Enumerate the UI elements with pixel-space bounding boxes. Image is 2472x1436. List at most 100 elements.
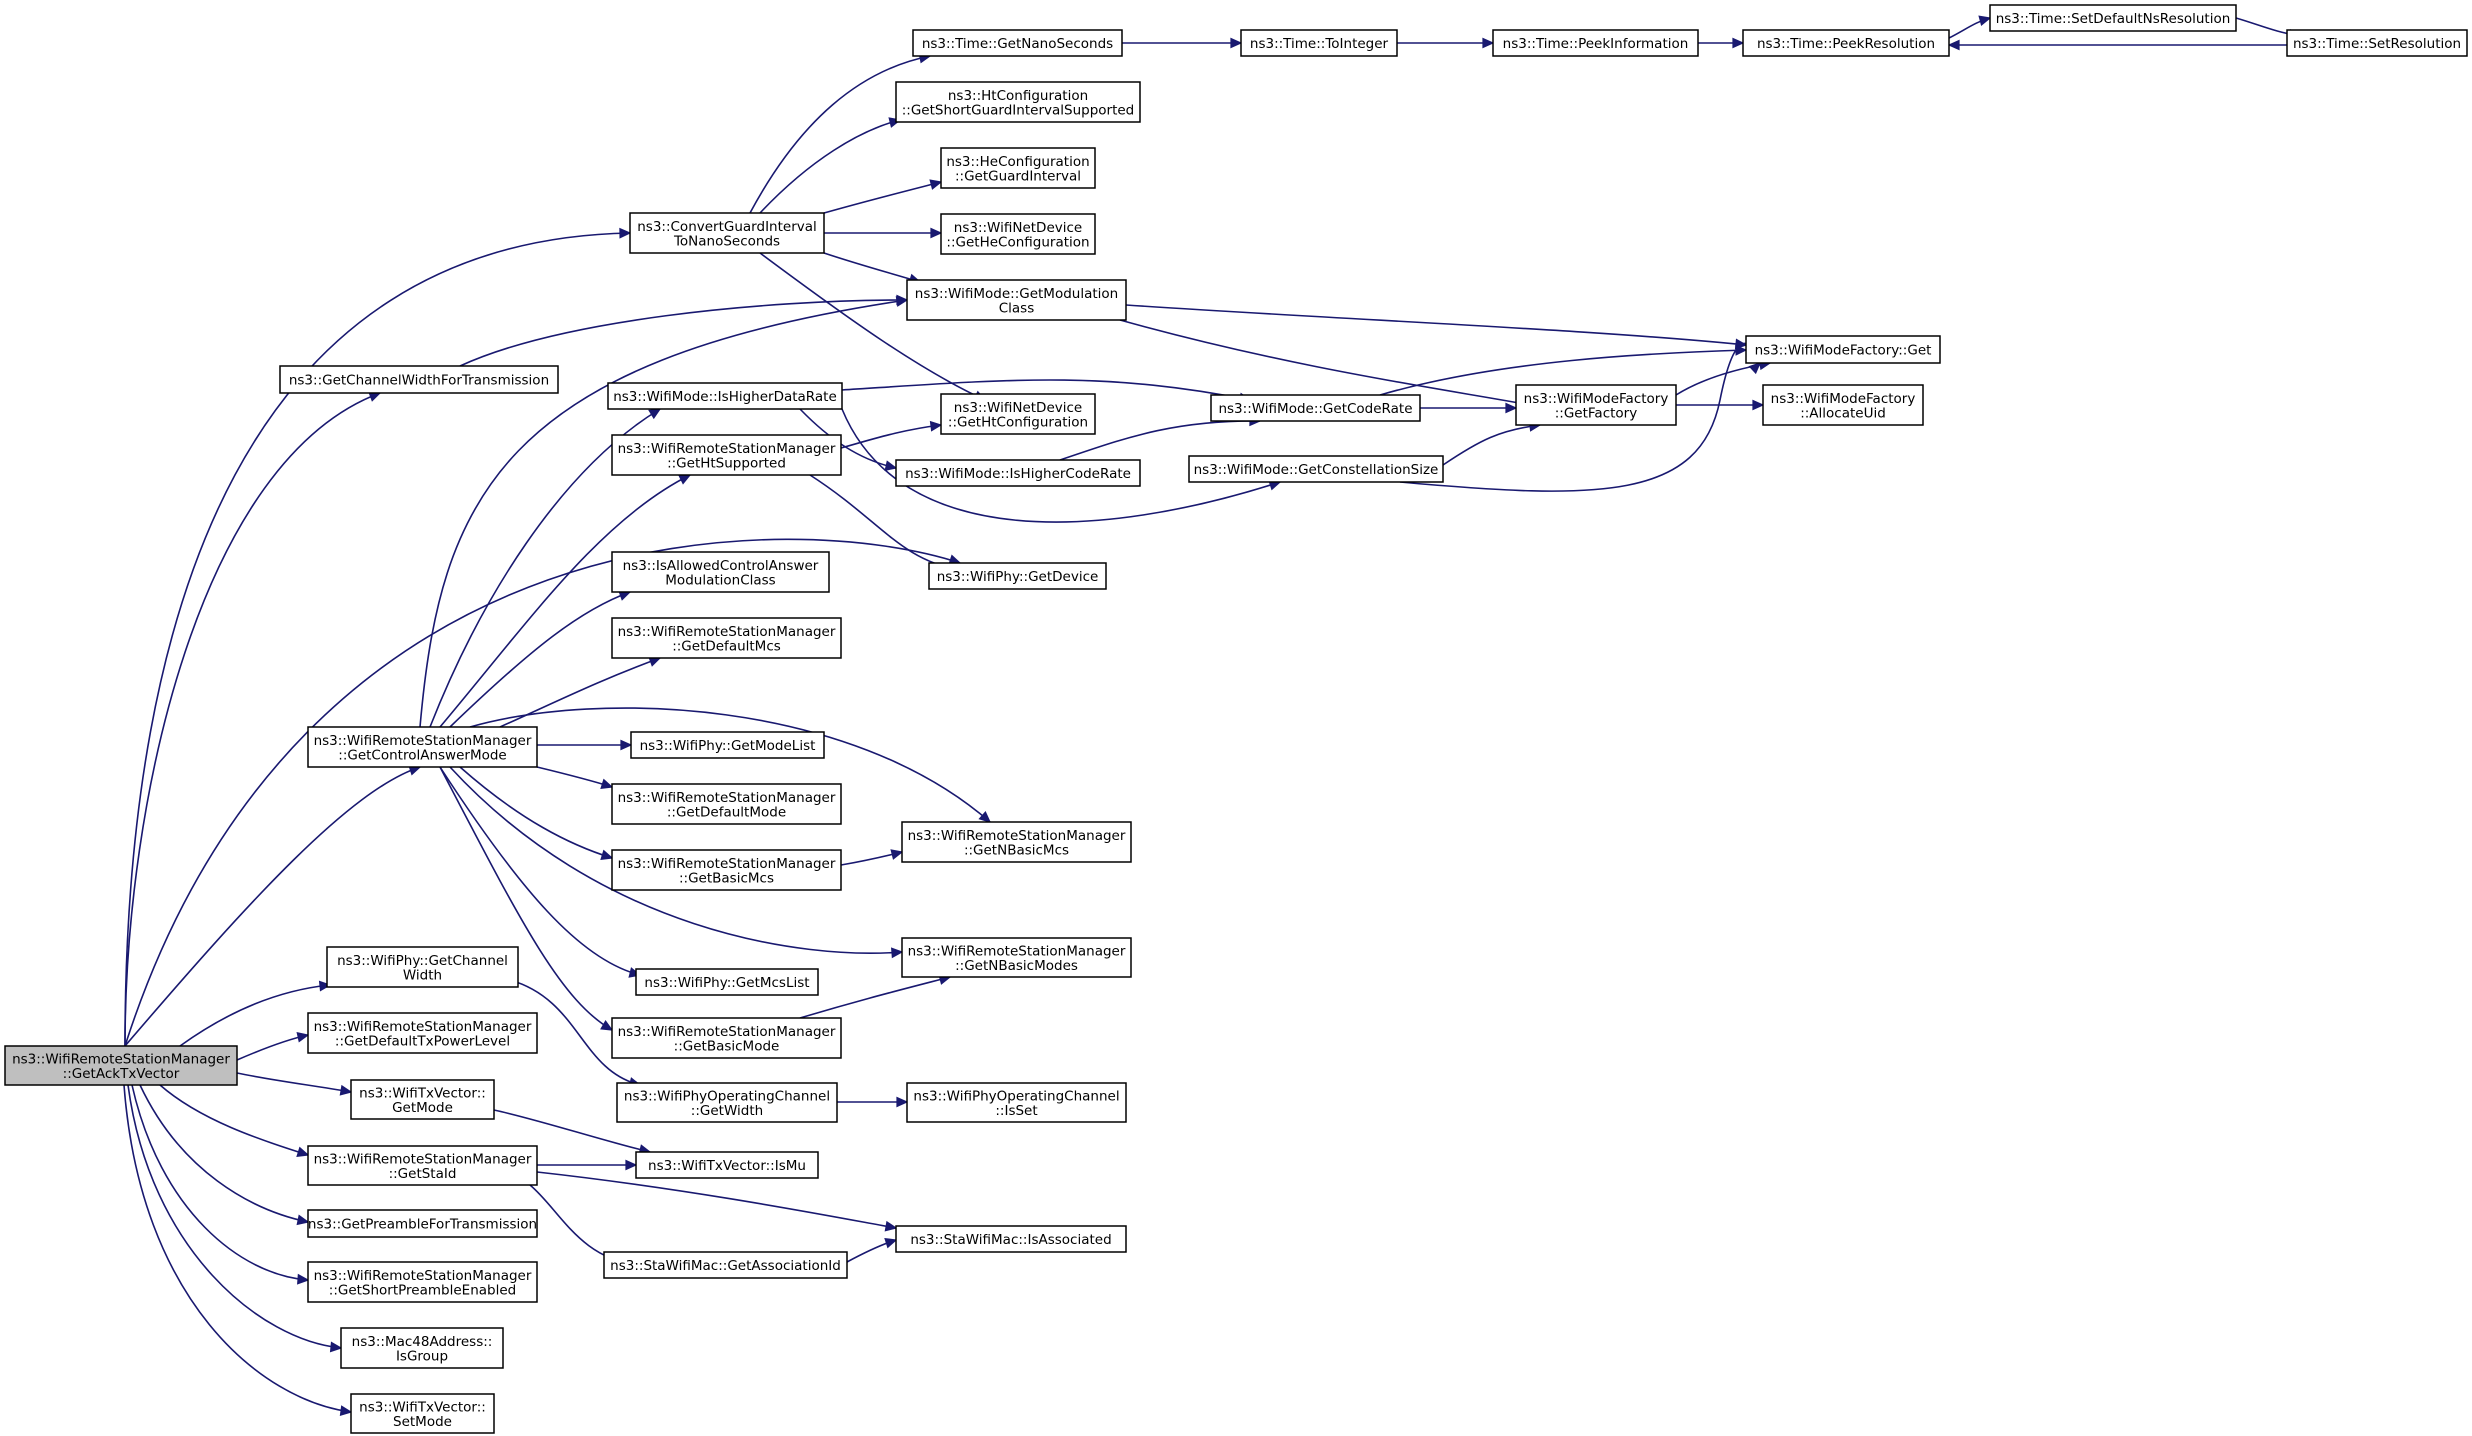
node-box[interactable] <box>603 1251 848 1279</box>
node-box[interactable] <box>607 382 843 410</box>
node-get_sta_id[interactable]: ns3::WifiRemoteStationManager::GetStaId <box>307 1145 538 1186</box>
node-box[interactable] <box>307 726 538 768</box>
node-get_preamble[interactable]: ns3::GetPreambleForTransmission <box>307 1209 538 1238</box>
node-box[interactable] <box>895 1225 1127 1253</box>
node-sta_get_assoc_id[interactable]: ns3::StaWifiMac::GetAssociationId <box>603 1251 848 1279</box>
node-box[interactable] <box>4 1045 238 1086</box>
node-box[interactable] <box>307 1209 538 1238</box>
node-box[interactable] <box>1762 384 1924 426</box>
node-txvector_set_mode[interactable]: ns3::WifiTxVector::SetMode <box>350 1393 495 1434</box>
node-box[interactable] <box>906 1082 1127 1123</box>
node-box[interactable] <box>340 1327 504 1369</box>
node-box[interactable] <box>611 617 842 659</box>
node-box[interactable] <box>1188 455 1444 483</box>
node-factory_get_factory[interactable]: ns3::WifiModeFactory::GetFactory <box>1515 384 1677 426</box>
node-op_channel_is_set[interactable]: ns3::WifiPhyOperatingChannel::IsSet <box>906 1082 1127 1123</box>
node-box[interactable] <box>928 562 1107 590</box>
node-get_default_mode[interactable]: ns3::WifiRemoteStationManager::GetDefaul… <box>611 783 842 825</box>
node-phy_get_mode_list[interactable]: ns3::WifiPhy::GetModeList <box>630 731 825 759</box>
node-time_set_res[interactable]: ns3::Time::SetResolution <box>2286 29 2468 57</box>
node-mode_is_higher_rate[interactable]: ns3::WifiMode::IsHigherDataRate <box>607 382 843 410</box>
node-box[interactable] <box>611 434 842 476</box>
node-box[interactable] <box>307 1145 538 1186</box>
arrow-head-icon <box>619 227 632 239</box>
node-is_allowed_ctrl[interactable]: ns3::IsAllowedControlAnswerModulationCla… <box>611 551 830 593</box>
node-netdev_get_ht[interactable]: ns3::WifiNetDevice::GetHtConfiguration <box>940 393 1096 435</box>
node-box[interactable] <box>901 937 1132 978</box>
node-box[interactable] <box>630 731 825 759</box>
node-mode_is_higher_code[interactable]: ns3::WifiMode::IsHigherCodeRate <box>895 459 1141 487</box>
node-box[interactable] <box>901 821 1132 863</box>
node-box[interactable] <box>350 1079 495 1120</box>
node-box[interactable] <box>611 551 830 593</box>
node-get_basic_mcs[interactable]: ns3::WifiRemoteStationManager::GetBasicM… <box>611 849 842 891</box>
node-box[interactable] <box>1240 29 1398 57</box>
node-label: ns3::WifiRemoteStationManager <box>12 1051 230 1067</box>
node-box[interactable] <box>1742 29 1950 57</box>
node-netdev_get_he[interactable]: ns3::WifiNetDevice::GetHeConfiguration <box>940 213 1096 255</box>
node-box[interactable] <box>307 1012 538 1054</box>
node-get_default_tx_power[interactable]: ns3::WifiRemoteStationManager::GetDefaul… <box>307 1012 538 1054</box>
node-factory_allocate_uid[interactable]: ns3::WifiModeFactory::AllocateUid <box>1762 384 1924 426</box>
node-box[interactable] <box>1515 384 1677 426</box>
node-time_to_integer[interactable]: ns3::Time::ToInteger <box>1240 29 1398 57</box>
node-box[interactable] <box>629 212 825 254</box>
node-phy_get_device[interactable]: ns3::WifiPhy::GetDevice <box>928 562 1107 590</box>
node-label: SetMode <box>393 1414 452 1430</box>
node-time_set_default_ns[interactable]: ns3::Time::SetDefaultNsResolution <box>1989 4 2237 32</box>
node-mac48_is_group[interactable]: ns3::Mac48Address::IsGroup <box>340 1327 504 1369</box>
node-box[interactable] <box>307 1261 538 1303</box>
node-sta_is_associated[interactable]: ns3::StaWifiMac::IsAssociated <box>895 1225 1127 1253</box>
node-box[interactable] <box>611 849 842 891</box>
node-box[interactable] <box>912 29 1123 57</box>
node-box[interactable] <box>326 946 519 988</box>
node-box[interactable] <box>616 1082 838 1123</box>
node-box[interactable] <box>940 147 1096 189</box>
node-box[interactable] <box>279 365 559 394</box>
node-mode_get_code_rate[interactable]: ns3::WifiMode::GetCodeRate <box>1210 394 1421 422</box>
node-label: ::GetDefaultTxPowerLevel <box>335 1033 510 1049</box>
node-box[interactable] <box>895 81 1141 123</box>
node-box[interactable] <box>1989 4 2237 32</box>
node-box[interactable] <box>611 1017 842 1059</box>
node-box[interactable] <box>1745 335 1941 364</box>
node-box[interactable] <box>1210 394 1421 422</box>
node-get_basic_mode[interactable]: ns3::WifiRemoteStationManager::GetBasicM… <box>611 1017 842 1059</box>
node-box[interactable] <box>350 1393 495 1434</box>
node-factory_get[interactable]: ns3::WifiModeFactory::Get <box>1745 335 1941 364</box>
node-box[interactable] <box>895 459 1141 487</box>
node-get_n_basic_mcs[interactable]: ns3::WifiRemoteStationManager::GetNBasic… <box>901 821 1132 863</box>
node-txvector_get_mode[interactable]: ns3::WifiTxVector::GetMode <box>350 1079 495 1120</box>
node-label: ns3::WifiRemoteStationManager <box>314 733 532 749</box>
node-get_channel_width_tx[interactable]: ns3::GetChannelWidthForTransmission <box>279 365 559 394</box>
node-label: ns3::WifiRemoteStationManager <box>618 790 836 806</box>
node-mode_get_constellation[interactable]: ns3::WifiMode::GetConstellationSize <box>1188 455 1444 483</box>
node-box[interactable] <box>940 393 1096 435</box>
node-ht_get_sgi[interactable]: ns3::HtConfiguration::GetShortGuardInter… <box>895 81 1141 123</box>
node-time_get_nano[interactable]: ns3::Time::GetNanoSeconds <box>912 29 1123 57</box>
node-label: ns3::WifiModeFactory <box>1524 391 1669 407</box>
node-he_get_gi[interactable]: ns3::HeConfiguration::GetGuardInterval <box>940 147 1096 189</box>
node-phy_get_channel_width[interactable]: ns3::WifiPhy::GetChannelWidth <box>326 946 519 988</box>
node-box[interactable] <box>1492 29 1699 57</box>
node-get_ht_supported[interactable]: ns3::WifiRemoteStationManager::GetHtSupp… <box>611 434 842 476</box>
node-txvector_is_mu[interactable]: ns3::WifiTxVector::IsMu <box>635 1151 819 1179</box>
node-box[interactable] <box>940 213 1096 255</box>
node-root[interactable]: ns3::WifiRemoteStationManager::GetAckTxV… <box>4 1045 238 1086</box>
node-box[interactable] <box>611 783 842 825</box>
node-box[interactable] <box>906 279 1127 321</box>
node-phy_get_mcs_list[interactable]: ns3::WifiPhy::GetMcsList <box>635 968 819 996</box>
node-op_channel_get_width[interactable]: ns3::WifiPhyOperatingChannel::GetWidth <box>616 1082 838 1123</box>
node-get_default_mcs[interactable]: ns3::WifiRemoteStationManager::GetDefaul… <box>611 617 842 659</box>
node-time_peek_res[interactable]: ns3::Time::PeekResolution <box>1742 29 1950 57</box>
node-box[interactable] <box>635 1151 819 1179</box>
node-get_short_preamble[interactable]: ns3::WifiRemoteStationManager::GetShortP… <box>307 1261 538 1303</box>
node-get_n_basic_modes[interactable]: ns3::WifiRemoteStationManager::GetNBasic… <box>901 937 1132 978</box>
node-box[interactable] <box>2286 29 2468 57</box>
node-time_peek_info[interactable]: ns3::Time::PeekInformation <box>1492 29 1699 57</box>
node-box[interactable] <box>635 968 819 996</box>
node-get_control_answer_mode[interactable]: ns3::WifiRemoteStationManager::GetContro… <box>307 726 538 768</box>
call-edge-get_control_answer_mode-to-get_basic_mode <box>439 766 613 1031</box>
